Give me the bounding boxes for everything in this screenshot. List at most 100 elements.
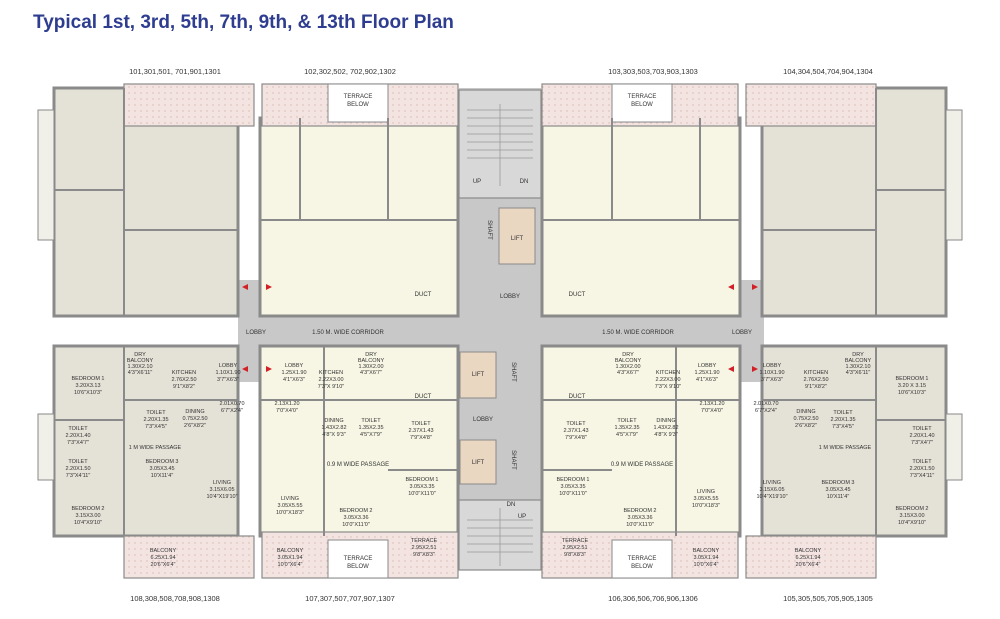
unit-number-top-4: 104,304,504,704,904,1304 <box>783 67 873 76</box>
svg-text:10'0"X11'0": 10'0"X11'0" <box>626 522 654 528</box>
shaft-label: SHAFT <box>510 450 516 470</box>
svg-text:2.01X0.70: 2.01X0.70 <box>753 401 778 407</box>
svg-text:9'1"X8'2": 9'1"X8'2" <box>805 384 827 390</box>
svg-text:4'3"X6'7": 4'3"X6'7" <box>360 370 382 376</box>
svg-text:0.75X2.50: 0.75X2.50 <box>793 416 818 422</box>
svg-text:DINING: DINING <box>185 409 204 415</box>
svg-text:10'0"X18'3": 10'0"X18'3" <box>276 510 304 516</box>
svg-text:2.20X1.50: 2.20X1.50 <box>909 466 934 472</box>
svg-text:3.15X6.05: 3.15X6.05 <box>209 487 234 493</box>
svg-text:9'1"X8'2": 9'1"X8'2" <box>173 384 195 390</box>
svg-text:6'7"X2'4": 6'7"X2'4" <box>755 408 777 414</box>
room-label: 2.13X1.207'0"X4'0" <box>274 401 299 414</box>
svg-text:3.15X3.00: 3.15X3.00 <box>899 513 924 519</box>
room-label: 2.01X0.706'7"X2'4" <box>219 401 244 414</box>
svg-text:BEDROOM 2: BEDROOM 2 <box>71 506 104 512</box>
svg-text:DRY: DRY <box>365 352 377 358</box>
svg-text:2.20X1.50: 2.20X1.50 <box>65 466 90 472</box>
svg-text:0.75X2.50: 0.75X2.50 <box>182 416 207 422</box>
svg-text:2.13X1.20: 2.13X1.20 <box>274 401 299 407</box>
svg-text:3.05X1.94: 3.05X1.94 <box>693 555 718 561</box>
svg-text:3.05X5.55: 3.05X5.55 <box>693 496 718 502</box>
terrace-below-label: TERRACE <box>344 94 373 100</box>
lobby-label: LOBBY <box>246 330 266 336</box>
terrace-below-label: TERRACE <box>628 94 657 100</box>
lobby-label: LOBBY <box>500 294 520 300</box>
svg-text:LIVING: LIVING <box>763 480 781 486</box>
svg-text:KITCHEN: KITCHEN <box>656 370 680 376</box>
svg-text:20'6"X6'4": 20'6"X6'4" <box>796 562 821 568</box>
svg-text:4'3"X6'11": 4'3"X6'11" <box>846 370 871 376</box>
unit-number-top-1: 101,301,501, 701,901,1301 <box>129 67 221 76</box>
terrace-below-label: BELOW <box>631 102 653 108</box>
svg-text:DRY: DRY <box>134 352 146 358</box>
svg-text:10'0"X6'4": 10'0"X6'4" <box>694 562 719 568</box>
svg-text:BALCONY: BALCONY <box>150 548 177 554</box>
svg-text:3.15X6.05: 3.15X6.05 <box>759 487 784 493</box>
terrace-below-label: TERRACE <box>628 556 657 562</box>
svg-text:2'6"X8'2": 2'6"X8'2" <box>795 423 817 429</box>
svg-text:1.35X2.35: 1.35X2.35 <box>358 425 383 431</box>
stair-up-label: UP <box>518 514 526 520</box>
duct-label: DUCT <box>569 394 586 400</box>
svg-text:TERRACE: TERRACE <box>562 538 589 544</box>
flat-101 <box>37 83 255 318</box>
svg-text:4'8"X 9'3": 4'8"X 9'3" <box>654 432 677 438</box>
stair-up-label: UP <box>473 179 481 185</box>
svg-text:2.20X1.35: 2.20X1.35 <box>830 417 855 423</box>
svg-text:LOBBY: LOBBY <box>763 363 782 369</box>
svg-text:3.05X1.94: 3.05X1.94 <box>277 555 302 561</box>
svg-text:7'3"X 9'10": 7'3"X 9'10" <box>655 384 682 390</box>
svg-text:LIVING: LIVING <box>213 480 231 486</box>
svg-text:9'8"X8'3": 9'8"X8'3" <box>413 552 435 558</box>
duct-label: DUCT <box>415 292 432 298</box>
svg-text:TOILET: TOILET <box>361 418 381 424</box>
svg-text:1.10X1.90: 1.10X1.90 <box>215 370 240 376</box>
svg-text:TOILET: TOILET <box>146 410 166 416</box>
svg-text:2.22X3.00: 2.22X3.00 <box>318 377 343 383</box>
svg-text:4'5"X7'9": 4'5"X7'9" <box>616 432 638 438</box>
svg-text:3.05X3.45: 3.05X3.45 <box>149 466 174 472</box>
svg-text:9'8"X8'3": 9'8"X8'3" <box>564 552 586 558</box>
unit-number-bottom-1: 108,308,508,708,908,1308 <box>130 594 220 603</box>
svg-text:10'X11'4": 10'X11'4" <box>827 494 850 500</box>
svg-text:BEDROOM 2: BEDROOM 2 <box>623 508 656 514</box>
svg-text:2.20X1.40: 2.20X1.40 <box>909 433 934 439</box>
svg-text:BEDROOM 1: BEDROOM 1 <box>71 376 104 382</box>
svg-text:BALCONY: BALCONY <box>127 358 154 364</box>
svg-text:10'0"X6'4": 10'0"X6'4" <box>278 562 303 568</box>
svg-text:7'9"X4'8": 7'9"X4'8" <box>565 435 587 441</box>
flat-105 <box>745 344 963 579</box>
svg-text:TERRACE: TERRACE <box>411 538 438 544</box>
svg-text:KITCHEN: KITCHEN <box>319 370 343 376</box>
svg-text:LOBBY: LOBBY <box>219 363 238 369</box>
svg-text:10'4"X19'10": 10'4"X19'10" <box>206 494 237 500</box>
passage-label: 0.9 M WIDE PASSAGE <box>611 462 673 468</box>
svg-text:2.37X1.43: 2.37X1.43 <box>563 428 588 434</box>
svg-text:3.20X3.13: 3.20X3.13 <box>75 383 100 389</box>
passage-label: 0.9 M WIDE PASSAGE <box>327 462 389 468</box>
room-label: 2.01X0.706'7"X2'4" <box>753 401 778 414</box>
svg-text:10'4"X9'10": 10'4"X9'10" <box>74 520 102 526</box>
flat-108 <box>37 344 255 579</box>
svg-text:3.05X3.35: 3.05X3.35 <box>409 484 434 490</box>
svg-text:DRY: DRY <box>622 352 634 358</box>
svg-text:6.25X1.94: 6.25X1.94 <box>150 555 175 561</box>
